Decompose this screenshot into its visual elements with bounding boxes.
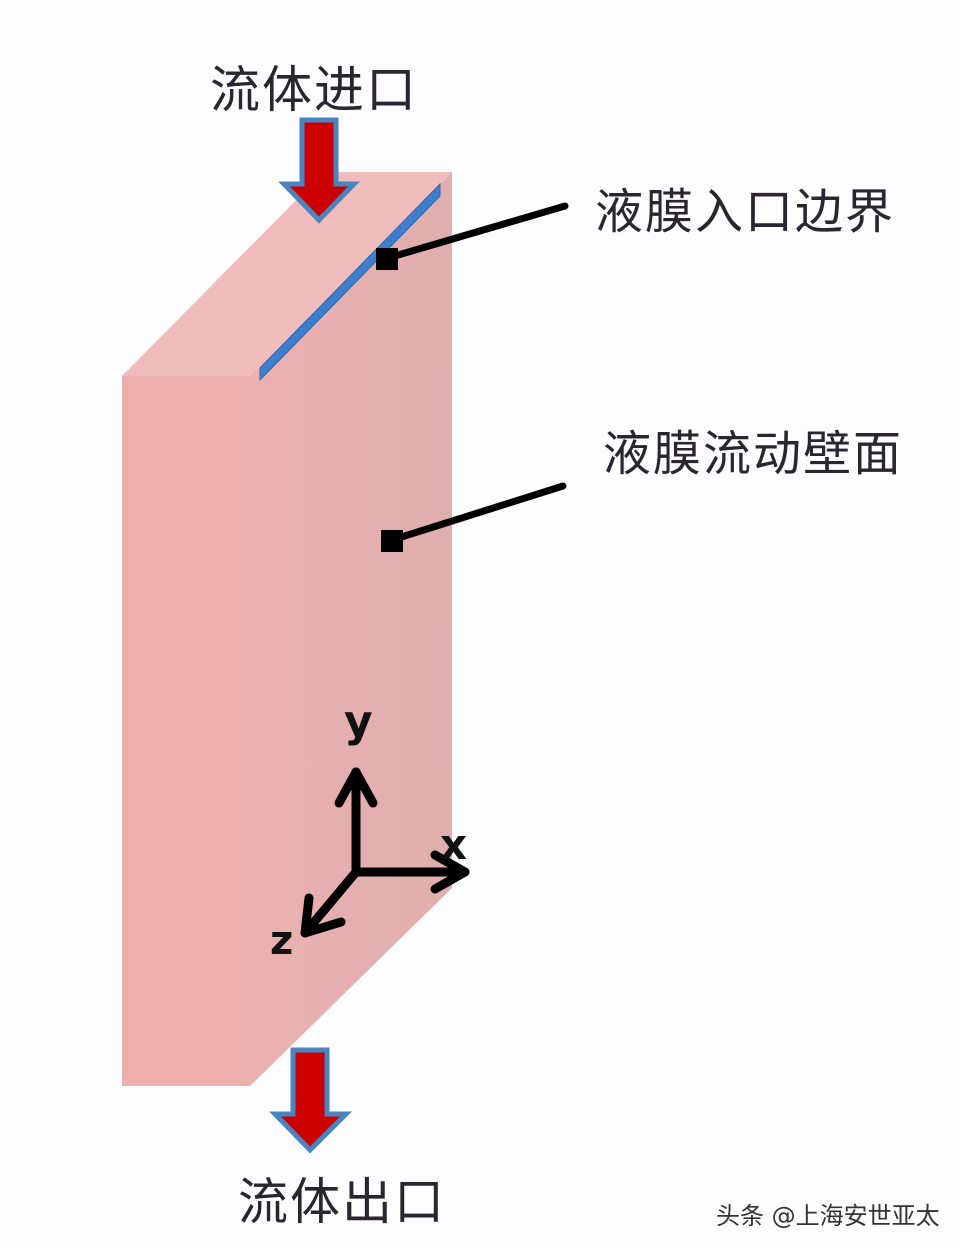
film-flow-wall-label: 液膜流动壁面: [603, 426, 904, 482]
axis-y-label: y: [344, 696, 373, 747]
box-wall-face: [250, 172, 452, 1086]
inlet-arrow-icon: [278, 117, 360, 224]
film-inlet-strip: [259, 182, 441, 382]
box-front-face: [122, 376, 250, 1086]
axis-x-label: x: [440, 820, 468, 869]
leader-flow-wall: [381, 482, 567, 552]
leader-inlet-boundary: [376, 202, 569, 270]
fluid-inlet-label: 流体进口: [210, 61, 418, 119]
watermark: 头条 @上海安世亚太: [716, 1202, 940, 1230]
box-top-face: [122, 172, 452, 376]
outlet-arrow-icon: [269, 1047, 353, 1154]
coordinate-axes-icon: [300, 767, 470, 938]
fluid-outlet-label: 流体出口: [238, 1173, 446, 1231]
box-prism: [122, 172, 452, 1086]
film-inlet-boundary-label: 液膜入口边界: [595, 184, 896, 240]
axis-z-label: z: [270, 918, 294, 964]
